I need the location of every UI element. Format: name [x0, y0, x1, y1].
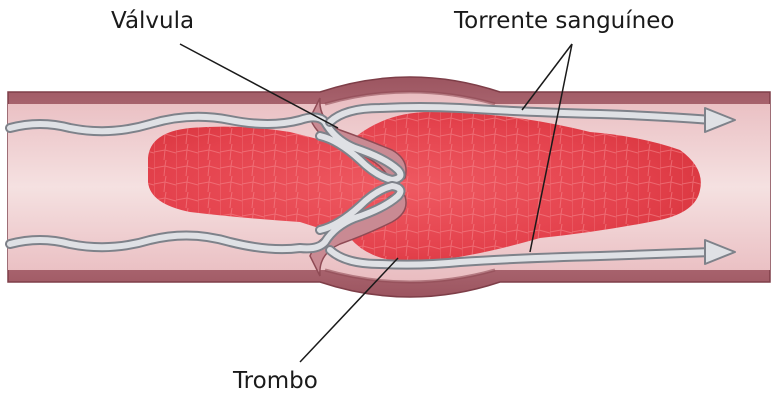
- label-valve: Válvula: [111, 10, 194, 33]
- label-thrombus: Trombo: [233, 370, 318, 393]
- label-blood-stream: Torrente sanguíneo: [454, 10, 674, 33]
